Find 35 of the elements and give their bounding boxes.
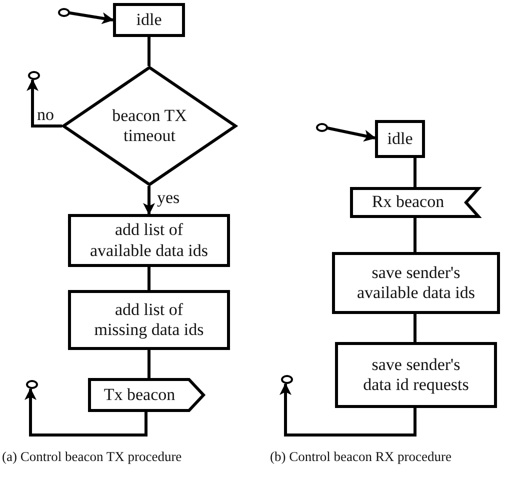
subfigure-caption: (a) Control beacon TX procedure	[2, 449, 183, 466]
node-text: idle	[136, 10, 162, 30]
connector-line	[148, 350, 150, 378]
process-box	[113, 3, 185, 37]
connector-line	[148, 267, 150, 290]
connector-circle	[58, 8, 70, 17]
connector-circle	[28, 71, 40, 80]
arrow	[26, 79, 62, 128]
arrow	[280, 383, 416, 436]
connector-line	[414, 314, 416, 342]
node-text: add list of available data ids	[88, 220, 209, 261]
process-box	[375, 120, 425, 158]
node-text: Rx beacon	[372, 192, 444, 213]
node-text: save sender's data id requests	[362, 354, 470, 396]
connector-line	[414, 218, 416, 252]
connector-circle	[316, 123, 328, 132]
node-text: beacon TX timeout	[111, 106, 188, 146]
decision-diamond	[62, 66, 237, 186]
process-box	[68, 290, 230, 350]
node-text: Tx beacon	[104, 384, 176, 406]
receive-signal-shape	[350, 187, 480, 218]
arrow	[143, 186, 155, 215]
connector-circle	[281, 375, 293, 384]
process-box	[335, 342, 497, 408]
send-signal-shape	[88, 378, 205, 412]
process-box	[68, 214, 230, 267]
process-box	[332, 252, 500, 314]
node-text: save sender's available data ids	[356, 262, 476, 304]
node-text: idle	[387, 128, 413, 150]
connector-circle	[26, 380, 38, 389]
subfigure-caption: (b) Control beacon RX procedure	[270, 449, 452, 466]
connector-line	[414, 158, 416, 187]
arrow	[24, 388, 148, 436]
connector-line	[148, 37, 150, 66]
node-text: add list of missing data ids	[93, 300, 205, 340]
